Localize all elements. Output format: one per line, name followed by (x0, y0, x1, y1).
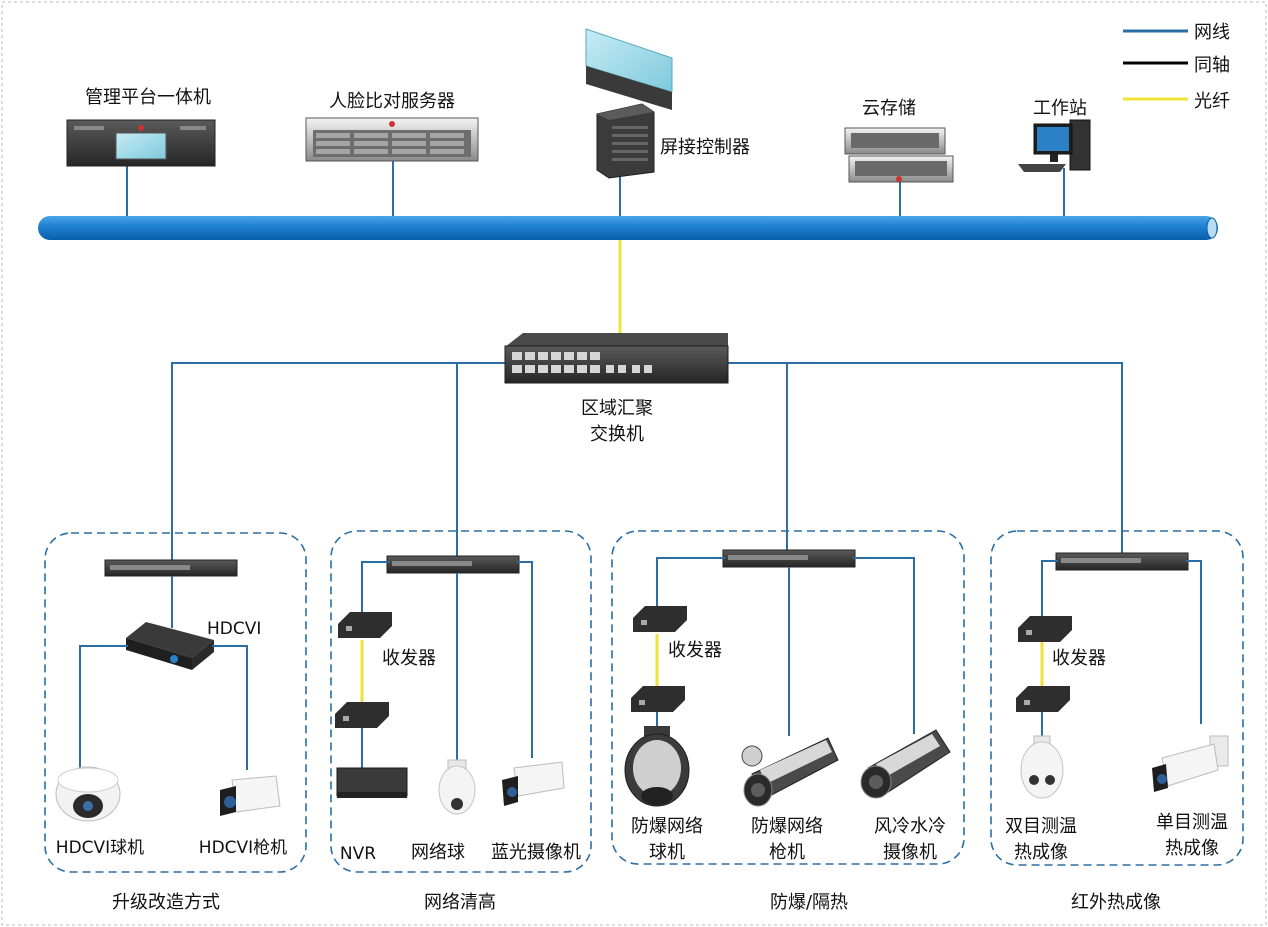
group-thermal-border (990, 530, 1244, 866)
top-drop-lines (126, 160, 1065, 218)
hdcvi-bullet-camera (220, 775, 281, 816)
workstation-device (1018, 119, 1091, 172)
group-network-hd-border (330, 530, 592, 873)
dual-thermal-camera (1020, 735, 1064, 799)
cooled-label-1: 风冷水冷 (874, 816, 946, 837)
group-network-hd-title: 网络清高 (424, 892, 496, 913)
single-thermal-label-2: 热成像 (1165, 838, 1219, 859)
air-water-cooled-camera (860, 729, 951, 799)
nvr-device (336, 767, 408, 798)
transceiver-2a (338, 612, 392, 638)
group-upgrade-border (44, 532, 307, 873)
distribution-lines (171, 362, 1123, 560)
transceiver-3b (631, 686, 685, 712)
cloud-storage-label: 云存储 (862, 98, 916, 119)
transceiver-2-label: 收发器 (382, 648, 436, 669)
ex-bullet-label-2: 枪机 (769, 842, 805, 863)
hdcvi-dome-label: HDCVI球机 (56, 838, 144, 858)
legend-label-fiber: 光纤 (1194, 91, 1230, 112)
access-switch-2 (386, 555, 520, 574)
ex-dome-label-2: 球机 (649, 842, 685, 863)
transceiver-4a (1018, 616, 1072, 642)
hdcvi-dome-camera (55, 766, 121, 822)
management-platform-label: 管理平台一体机 (85, 87, 211, 108)
transceiver-3-label: 收发器 (668, 640, 722, 661)
video-wall-icon (585, 28, 673, 110)
single-thermal-label-1: 单目测温 (1156, 812, 1228, 833)
bluelight-label: 蓝光摄像机 (491, 842, 581, 863)
transceiver-3a (633, 606, 687, 632)
group-network-hd: 收发器 NVR 网络球 蓝光摄像机 (330, 530, 592, 873)
ex-bullet-label-1: 防爆网络 (751, 816, 823, 837)
group-upgrade: HDCVI HDCVI球机 HDCVI枪机 (44, 532, 307, 873)
legend: 网线 同轴 光纤 (1123, 22, 1230, 112)
transceiver-4b (1016, 686, 1070, 712)
explosion-proof-bullet-camera (741, 737, 839, 807)
network-ptz-camera (438, 759, 476, 815)
core-switch-label-line1: 区域汇聚 (581, 398, 653, 419)
explosion-proof-dome-camera (624, 726, 690, 807)
face-server-device (305, 117, 479, 162)
ex-dome-label-1: 防爆网络 (631, 816, 703, 837)
hdcvi-bullet-label: HDCVI枪机 (199, 838, 287, 858)
access-switch-3 (722, 549, 856, 568)
group-explosion-title: 防爆/隔热 (770, 892, 848, 913)
group-thermal-title: 红外热成像 (1071, 892, 1161, 913)
hdcvi-label: HDCVI (207, 619, 261, 639)
legend-label-coax: 同轴 (1194, 55, 1230, 76)
group-upgrade-title: 升级改造方式 (112, 892, 220, 913)
core-switch-label-line2: 交换机 (590, 424, 644, 445)
bluelight-camera (502, 761, 565, 806)
hdcvi-recorder-device (126, 622, 214, 670)
screen-controller-label: 屏接控制器 (660, 137, 750, 158)
management-platform-device (66, 119, 216, 167)
workstation-label: 工作站 (1033, 98, 1087, 119)
face-server-label: 人脸比对服务器 (329, 91, 455, 112)
nvr-label: NVR (340, 844, 376, 864)
screen-controller-device (596, 103, 655, 179)
core-switch-device (504, 333, 729, 384)
access-switch-1 (104, 559, 238, 577)
transceiver-4-label: 收发器 (1052, 648, 1106, 669)
ptz-label: 网络球 (411, 842, 465, 863)
group-explosion-border (611, 530, 965, 865)
cloud-storage-device (844, 127, 954, 183)
cooled-label-2: 摄像机 (883, 842, 937, 863)
group-thermal: 收发器 双目测温 热成像 单目测温 热成像 (990, 530, 1244, 866)
dual-thermal-label-1: 双目测温 (1005, 816, 1077, 837)
dual-thermal-label-2: 热成像 (1014, 842, 1068, 863)
network-bus (38, 216, 1218, 240)
access-switch-4 (1055, 552, 1189, 571)
legend-label-network: 网线 (1194, 22, 1230, 43)
single-thermal-camera (1152, 735, 1229, 792)
group-explosion: 收发器 防爆网络 球机 防爆网络 枪机 风冷水冷 摄像机 (611, 530, 965, 865)
transceiver-2b (335, 702, 389, 728)
